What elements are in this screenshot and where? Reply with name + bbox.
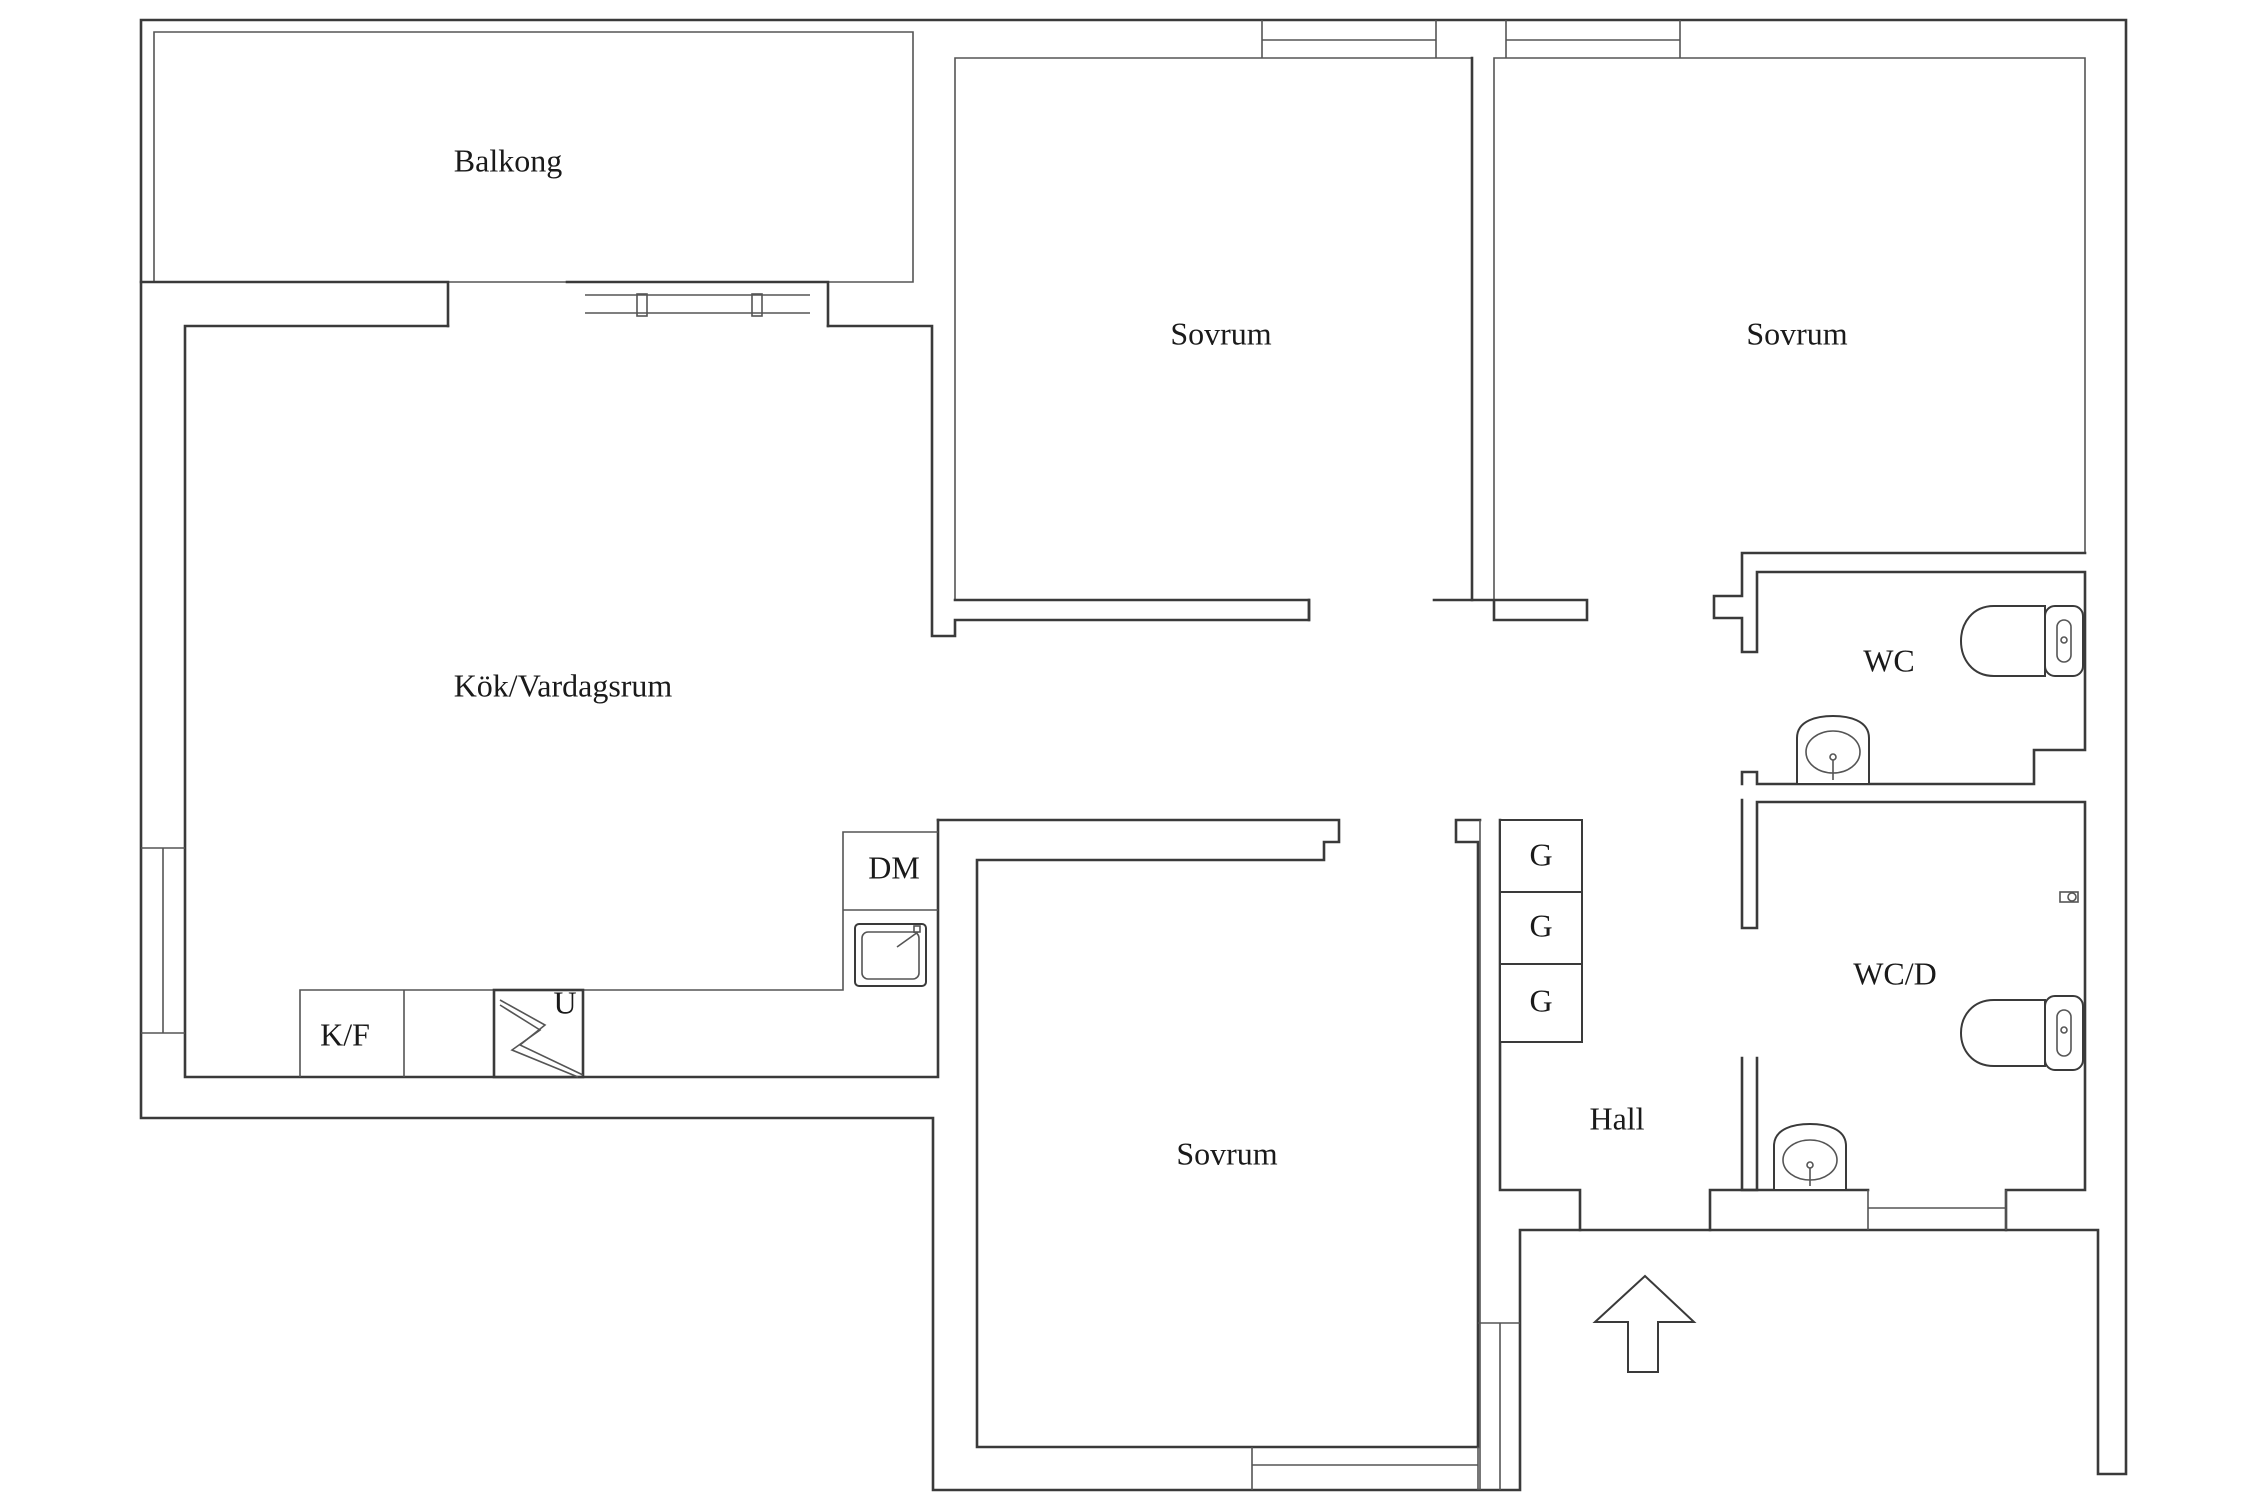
kitchen-counter	[299, 831, 938, 1077]
fixture-label-dishwasher: DM	[868, 849, 920, 885]
fixture-label-wardrobe: G	[1529, 836, 1552, 872]
shower-head-icon	[2059, 891, 2079, 903]
room-label-bedroom-2: Sovrum	[1746, 315, 1847, 351]
room-label-wc: WC	[1863, 642, 1915, 678]
bedroom-3-walls	[936, 818, 1520, 1490]
entrance-arrow-icon	[1592, 1274, 1697, 1373]
fixture-label-fridge-freezer: K/F	[320, 1016, 370, 1052]
sink-icon	[1773, 1122, 1847, 1191]
wardrobes	[1499, 819, 1583, 1043]
room-label-bedroom-1: Sovrum	[1170, 315, 1271, 351]
wc-walls	[1712, 551, 2087, 786]
fixture-label-wardrobe: G	[1529, 907, 1552, 943]
balcony-area	[139, 31, 914, 328]
kitchen-sink-icon	[854, 923, 927, 987]
room-label-hall: Hall	[1589, 1100, 1644, 1136]
toilet-icon	[1960, 605, 2084, 677]
room-label-wc-shower: WC/D	[1853, 955, 1937, 991]
balcony-door	[585, 293, 810, 317]
sink-icon	[1796, 714, 1870, 785]
fixture-label-wardrobe: G	[1529, 982, 1552, 1018]
outer-walls	[139, 18, 2128, 1492]
bedroom-2-walls	[1432, 20, 2086, 622]
kitchen-living-walls	[141, 324, 1311, 1079]
room-label-kitchen-living: Kök/Vardagsrum	[454, 667, 673, 703]
stove-icon	[492, 988, 585, 1079]
toilet-icon	[1960, 995, 2084, 1071]
fixture-label-oven: U	[553, 984, 576, 1020]
room-label-balcony: Balkong	[454, 142, 562, 178]
room-label-bedroom-3: Sovrum	[1176, 1135, 1277, 1171]
wc-shower-walls	[1708, 798, 2087, 1232]
